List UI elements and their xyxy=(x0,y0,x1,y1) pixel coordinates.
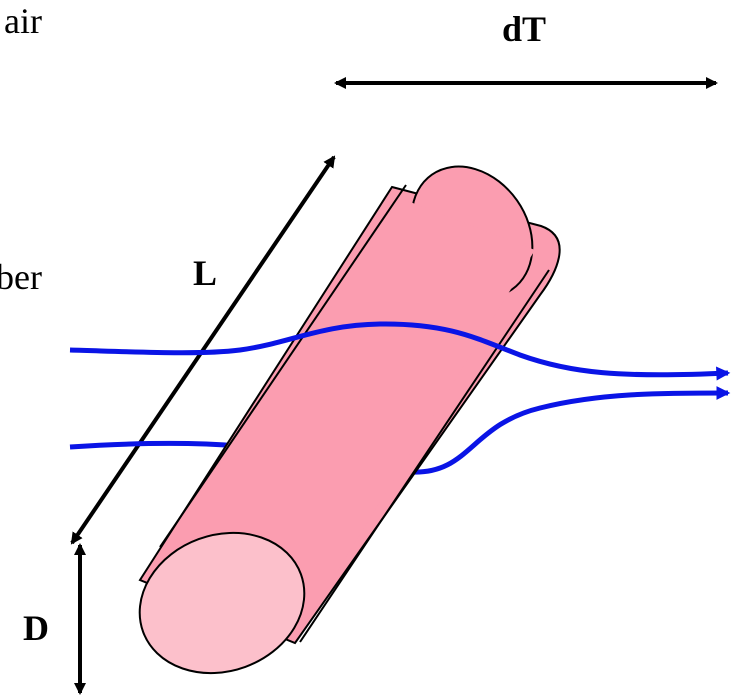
dt-label: dT xyxy=(502,9,546,49)
cylinder-right-edge xyxy=(299,269,550,643)
diameter-label: D xyxy=(23,608,49,648)
upper-flow-line xyxy=(69,321,731,381)
fiber-label-fragment: ber xyxy=(0,257,42,297)
length-label: L xyxy=(193,253,217,293)
air-label-fragment: air xyxy=(4,1,42,41)
cylinder-end-face xyxy=(138,531,306,675)
cylinder-left-edge xyxy=(159,184,407,548)
cylinder-body-fill xyxy=(145,200,535,640)
